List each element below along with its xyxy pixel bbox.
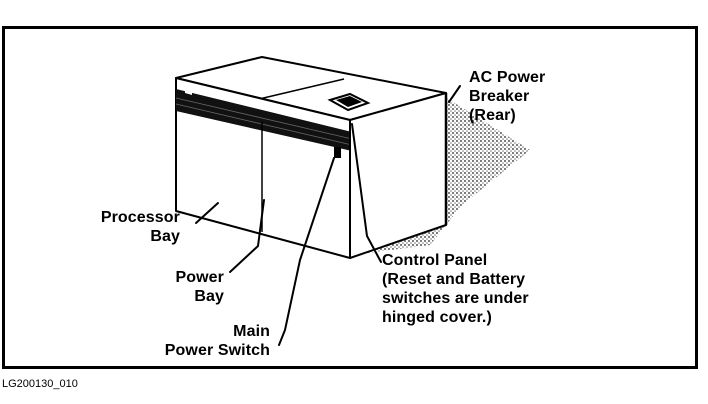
label-power-bay: Power Bay	[175, 269, 224, 305]
figure-frame	[2, 26, 698, 369]
leader-ac-power-breaker	[448, 85, 461, 103]
leader-main-power-switch	[278, 157, 335, 346]
main-power-switch-body	[334, 147, 341, 158]
leader-processor-bay	[195, 202, 219, 224]
label-ac-power-breaker: AC Power Breaker (Rear)	[469, 69, 546, 124]
leader-control-panel	[351, 123, 382, 263]
control-panel-display	[336, 96, 362, 107]
label-main-power-switch: Main Power Switch	[164, 323, 270, 359]
leader-power-bay	[229, 199, 265, 273]
label-control-panel: Control Panel (Reset and Battery switche…	[382, 252, 529, 326]
figure-id: LG200130_010	[2, 378, 78, 390]
label-processor-bay: Processor Bay	[100, 209, 180, 245]
front-vent-band	[176, 89, 352, 151]
